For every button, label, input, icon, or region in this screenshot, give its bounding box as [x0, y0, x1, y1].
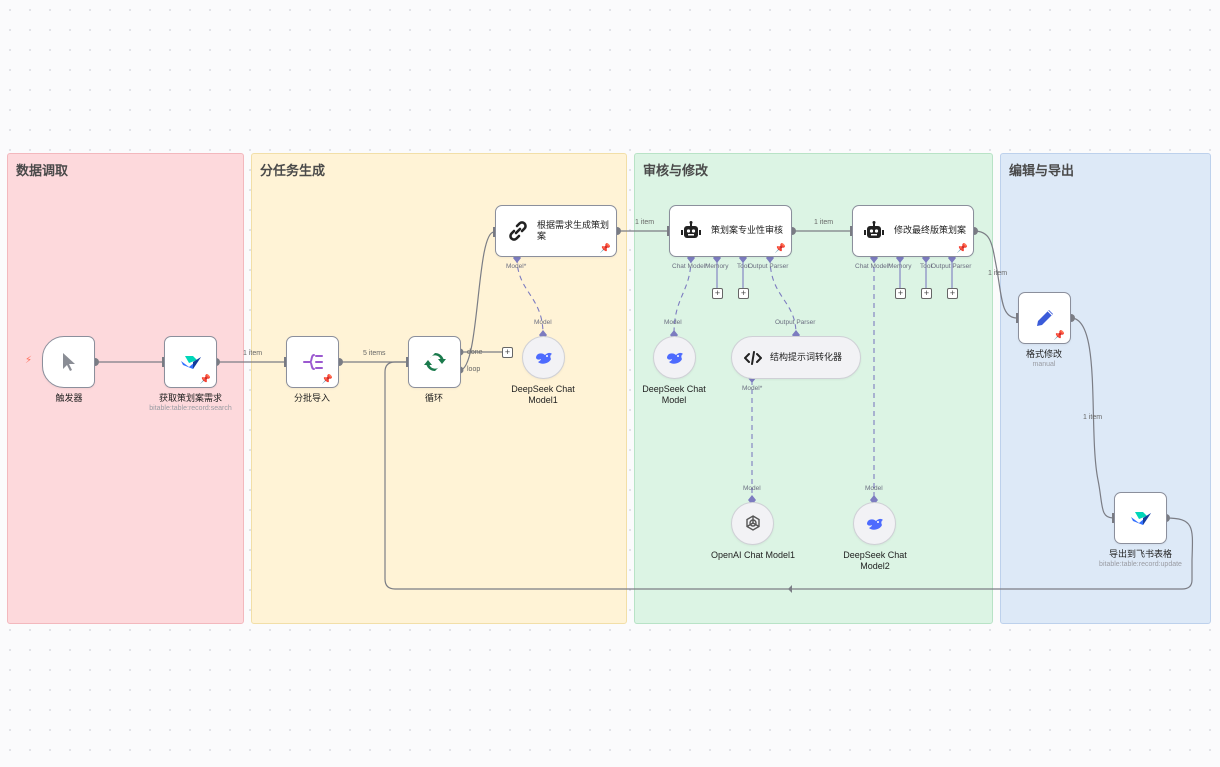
edge-label: 1 item — [243, 350, 263, 357]
node-deepseek-model[interactable] — [653, 336, 696, 379]
deepseek-whale-icon — [534, 350, 554, 366]
pin-icon: 📌 — [321, 374, 333, 384]
group-title: 审核与修改 — [643, 163, 709, 178]
node-label: DeepSeek Chat Model2 — [843, 550, 907, 571]
deepseek-whale-icon — [865, 516, 885, 532]
code-icon — [744, 350, 762, 365]
add-tool-button[interactable]: + — [738, 288, 749, 299]
node-subtitle: manual — [1032, 361, 1056, 368]
dash-review-parser — [769, 257, 797, 335]
node-export-feishu[interactable] — [1114, 492, 1167, 544]
group-data-fetch[interactable]: 数据调取 — [7, 153, 244, 624]
feishu-bitable-icon — [1129, 509, 1153, 527]
port-label: Output Parser — [775, 319, 816, 326]
node-label: DeepSeek Chat Model — [642, 384, 706, 405]
node-deepseek-model2[interactable] — [853, 502, 896, 545]
loop-loop-output-label: loop — [467, 366, 481, 373]
port-label: Model — [865, 485, 883, 492]
cursor-icon — [59, 351, 79, 373]
node-deepseek-model1[interactable] — [522, 336, 565, 379]
add-memory-button[interactable]: + — [895, 288, 906, 299]
link-icon — [505, 219, 531, 243]
port-label: Model — [743, 485, 761, 492]
port-label: Output Parser — [931, 263, 972, 270]
node-loop[interactable] — [408, 336, 461, 388]
loop-done-output-label: done — [467, 349, 483, 356]
pin-icon: 📌 — [774, 243, 786, 253]
edge-label: 5 items — [363, 350, 386, 357]
add-node-button[interactable]: + — [502, 347, 513, 358]
port-label: Tool — [737, 263, 749, 270]
edge-final-edit[interactable] — [973, 230, 1018, 319]
pin-icon: 📌 — [599, 243, 611, 253]
edge-edit-export[interactable] — [1070, 317, 1114, 519]
node-professional-review[interactable]: 策划案专业性审核 📌 — [669, 205, 792, 257]
add-tool-button[interactable]: + — [921, 288, 932, 299]
node-label: 获取策划案需求 — [158, 393, 222, 403]
group-edit-export[interactable]: 编辑与导出 — [1000, 153, 1211, 624]
node-label: 触发器 — [55, 393, 83, 403]
port-label: Tool — [920, 263, 932, 270]
node-structured-parser[interactable]: 结构提示词转化器 — [731, 336, 861, 379]
feishu-bitable-icon — [179, 353, 203, 371]
dash-gen-ds1 — [516, 257, 544, 335]
port-label: Model* — [742, 385, 763, 392]
node-final-plan[interactable]: 修改最终版策划案 📌 — [852, 205, 974, 257]
robot-icon — [680, 221, 702, 241]
node-label: OpenAI Chat Model1 — [710, 550, 796, 560]
port-label: Model* — [506, 263, 527, 270]
split-batches-icon — [302, 352, 324, 372]
dash-review-ds0 — [673, 257, 692, 335]
node-batch-import[interactable]: 📌 — [286, 336, 339, 388]
add-output-parser-button[interactable]: + — [947, 288, 958, 299]
port-label: Chat Model* — [855, 263, 891, 270]
node-label: 根据需求生成策划案 — [537, 219, 610, 241]
trigger-bolt-icon: ⚡ — [25, 355, 33, 366]
node-generate-plan[interactable]: 根据需求生成策划案 📌 — [495, 205, 617, 257]
node-subtitle: bitable:table:record:search — [149, 405, 232, 412]
edge-label: 1 item — [635, 219, 655, 226]
pin-icon: 📌 — [1053, 330, 1065, 340]
edge-label: 1 item — [814, 219, 834, 226]
pin-icon: 📌 — [199, 374, 211, 384]
refresh-icon — [423, 350, 447, 374]
port-label: Memory — [888, 263, 912, 270]
deepseek-whale-icon — [665, 350, 685, 366]
node-label: 格式修改 — [1025, 349, 1062, 359]
node-label: 策划案专业性审核 — [711, 225, 784, 236]
group-title: 分任务生成 — [260, 163, 326, 178]
port-label: Model — [534, 319, 552, 326]
group-title: 编辑与导出 — [1009, 163, 1075, 178]
edge-label: 1 item — [1083, 414, 1103, 421]
port-label: Model — [664, 319, 682, 326]
node-label: 导出到飞书表格 — [1108, 549, 1172, 559]
node-format-edit[interactable]: 📌 — [1018, 292, 1071, 344]
port-label: Chat Model* — [672, 263, 708, 270]
group-title: 数据调取 — [16, 163, 69, 178]
pencil-icon — [1034, 307, 1056, 329]
openai-icon — [743, 514, 763, 534]
add-memory-button[interactable]: + — [712, 288, 723, 299]
node-label: DeepSeek Chat Model1 — [511, 384, 575, 405]
port-label: Output Parser — [748, 263, 789, 270]
edge-label: 1 item — [988, 270, 1008, 277]
robot-icon — [863, 221, 885, 241]
node-trigger[interactable] — [42, 336, 95, 388]
node-label: 循环 — [424, 393, 443, 403]
pin-icon: 📌 — [956, 243, 968, 253]
node-fetch-requirements[interactable]: 📌 — [164, 336, 217, 388]
node-label: 修改最终版策划案 — [894, 225, 967, 236]
node-subtitle: bitable:table:record:update — [1099, 561, 1182, 568]
node-openai-model1[interactable] — [731, 502, 774, 545]
edge-loop-gen[interactable] — [459, 231, 495, 371]
port-label: Memory — [705, 263, 729, 270]
node-label: 结构提示词转化器 — [770, 351, 843, 362]
node-label: 分批导入 — [293, 393, 330, 403]
